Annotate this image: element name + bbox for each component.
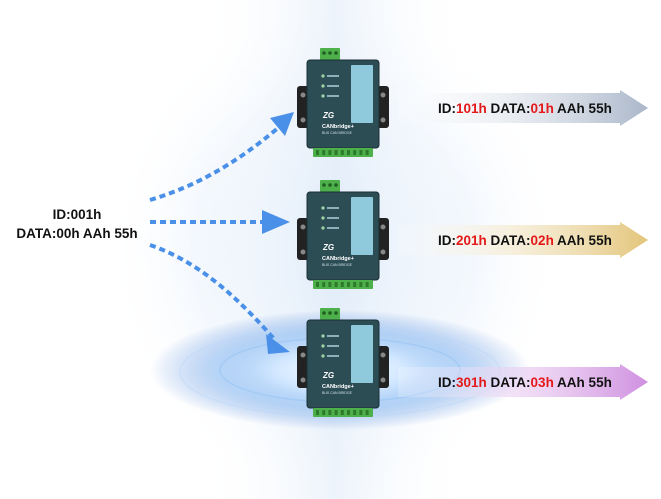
zg-logo: ZG: [322, 111, 334, 120]
output-id-value: 101h: [456, 101, 487, 116]
status-led-icon: [321, 206, 325, 210]
terminal-block-bottom: [313, 148, 373, 157]
output-arrow-icon: [398, 222, 648, 258]
output-arrow-icon: [398, 364, 648, 400]
output-data-tail: AAh 55h: [554, 375, 612, 390]
mount-ear-right: [377, 346, 389, 388]
mount-ear-left: [297, 86, 309, 128]
output-id-value: 201h: [456, 233, 487, 248]
mount-ear-left: [297, 346, 309, 388]
device-model: BUS CAN BRIDGE: [322, 391, 353, 395]
arrowhead-top-icon: [270, 112, 294, 136]
output-data-label: DATA:: [491, 101, 531, 116]
status-led-icon: [321, 226, 325, 230]
output-data-value: 03h: [531, 375, 554, 390]
device-1: ZG CANbridge+BUS CAN BRIDGE: [297, 48, 389, 157]
mount-ear-left: [297, 218, 309, 260]
device-model: BUS CAN BRIDGE: [322, 131, 353, 135]
device-model: BUS CAN BRIDGE: [322, 263, 353, 267]
device-panel: [351, 325, 373, 383]
status-led-icon: [321, 344, 325, 348]
output-arrow-3: ID:301h DATA:03h AAh 55h: [398, 364, 648, 400]
terminal-block-top: [320, 308, 340, 320]
output-id-label: ID:: [438, 375, 456, 390]
device-brand: CANbridge+: [322, 256, 354, 262]
output-label-2: ID:201h DATA:02h AAh 55h: [438, 233, 612, 248]
status-led-icon: [321, 216, 325, 220]
mount-ear-right: [377, 86, 389, 128]
terminal-block-bottom: [313, 280, 373, 289]
output-data-label: DATA:: [491, 375, 531, 390]
device-2: ZG CANbridge+BUS CAN BRIDGE: [297, 180, 389, 289]
arrowhead-middle-icon: [262, 210, 290, 234]
device-brand: CANbridge+: [322, 384, 354, 390]
dashed-arrow-bottom: [149, 243, 277, 342]
device-3: ZG CANbridge+BUS CAN BRIDGE: [297, 308, 389, 417]
output-data-value: 02h: [531, 233, 554, 248]
output-id-label: ID:: [438, 101, 456, 116]
output-data-value: 01h: [531, 101, 554, 116]
input-id-text: ID:001h: [53, 207, 102, 222]
terminal-block-bottom: [313, 408, 373, 417]
output-label-3: ID:301h DATA:03h AAh 55h: [438, 375, 612, 390]
output-arrow-1: ID:101h DATA:01h AAh 55h: [398, 90, 648, 126]
status-led-icon: [321, 74, 325, 78]
output-label-1: ID:101h DATA:01h AAh 55h: [438, 101, 612, 116]
device-panel: [351, 197, 373, 255]
output-data-tail: AAh 55h: [554, 233, 612, 248]
zg-logo: ZG: [322, 243, 334, 252]
arrowhead-bottom-icon: [266, 334, 290, 354]
output-data-tail: AAh 55h: [554, 101, 612, 116]
output-data-label: DATA:: [491, 233, 531, 248]
dashed-arrow-top: [149, 126, 280, 202]
input-data-text: DATA:00h AAh 55h: [16, 226, 137, 241]
status-led-icon: [321, 84, 325, 88]
device-panel: [351, 65, 373, 123]
terminal-block-top: [320, 180, 340, 192]
device-brand: CANbridge+: [322, 124, 354, 130]
output-arrow-icon: [398, 90, 648, 126]
output-arrow-2: ID:201h DATA:02h AAh 55h: [398, 222, 648, 258]
output-id-label: ID:: [438, 233, 456, 248]
output-id-value: 301h: [456, 375, 487, 390]
status-led-icon: [321, 94, 325, 98]
status-led-icon: [321, 334, 325, 338]
terminal-block-top: [320, 48, 340, 60]
status-led-icon: [321, 354, 325, 358]
dashed-arrow-icon: [149, 126, 280, 342]
zg-logo: ZG: [322, 371, 334, 380]
mount-ear-right: [377, 218, 389, 260]
